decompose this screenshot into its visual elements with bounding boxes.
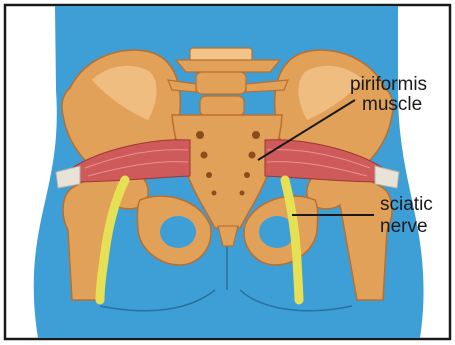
left-obturator-foramen bbox=[160, 216, 196, 248]
piriformis-label-line1: piriformis bbox=[350, 74, 427, 95]
sciatic-label-line1: sciatic bbox=[380, 194, 433, 215]
sciatic-label-line2: nerve bbox=[380, 216, 428, 237]
piriformis-label-line2: muscle bbox=[362, 94, 422, 115]
